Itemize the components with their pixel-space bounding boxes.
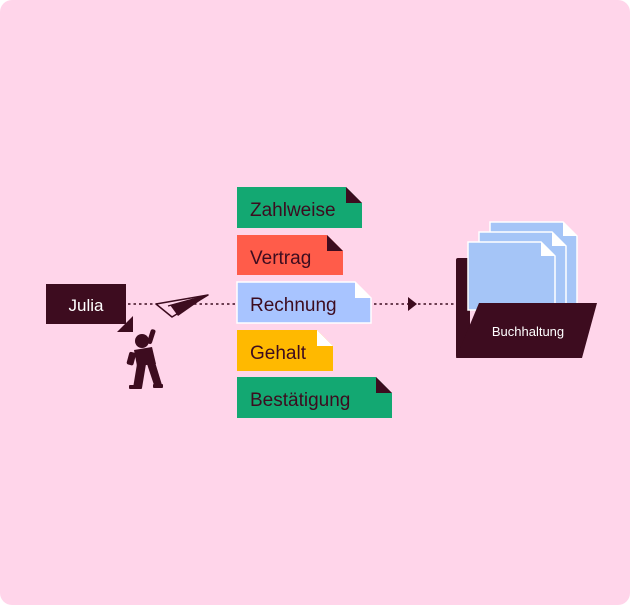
- document-list: Zahlweise Vertrag Rechnung Gehalt Bestät…: [236, 187, 392, 418]
- folder-papers: [467, 221, 578, 311]
- document-vertrag: Vertrag: [237, 235, 343, 275]
- document-label: Gehalt: [250, 343, 307, 364]
- sender-box-bg: [46, 284, 126, 324]
- document-zahlweise: Zahlweise: [237, 187, 362, 228]
- paper-plane-icon: [155, 294, 209, 318]
- document-label: Rechnung: [250, 295, 337, 316]
- folder-label: Buchhaltung: [492, 324, 564, 339]
- document-gehalt: Gehalt: [237, 330, 333, 371]
- folder-icon: Buchhaltung: [456, 221, 597, 358]
- document-rechnung: Rechnung: [236, 281, 372, 324]
- document-label: Bestätigung: [250, 390, 350, 411]
- sender-box-tail: [117, 316, 133, 332]
- document-bestaetigung: Bestätigung: [237, 377, 392, 418]
- sender-box: Julia: [46, 284, 133, 332]
- folder-front: [456, 303, 597, 358]
- arrow-head-icon: [408, 297, 417, 311]
- person-waving-icon: [126, 329, 163, 389]
- sender-name: Julia: [69, 296, 105, 315]
- document-label: Vertrag: [250, 248, 311, 269]
- document-label: Zahlweise: [250, 200, 336, 221]
